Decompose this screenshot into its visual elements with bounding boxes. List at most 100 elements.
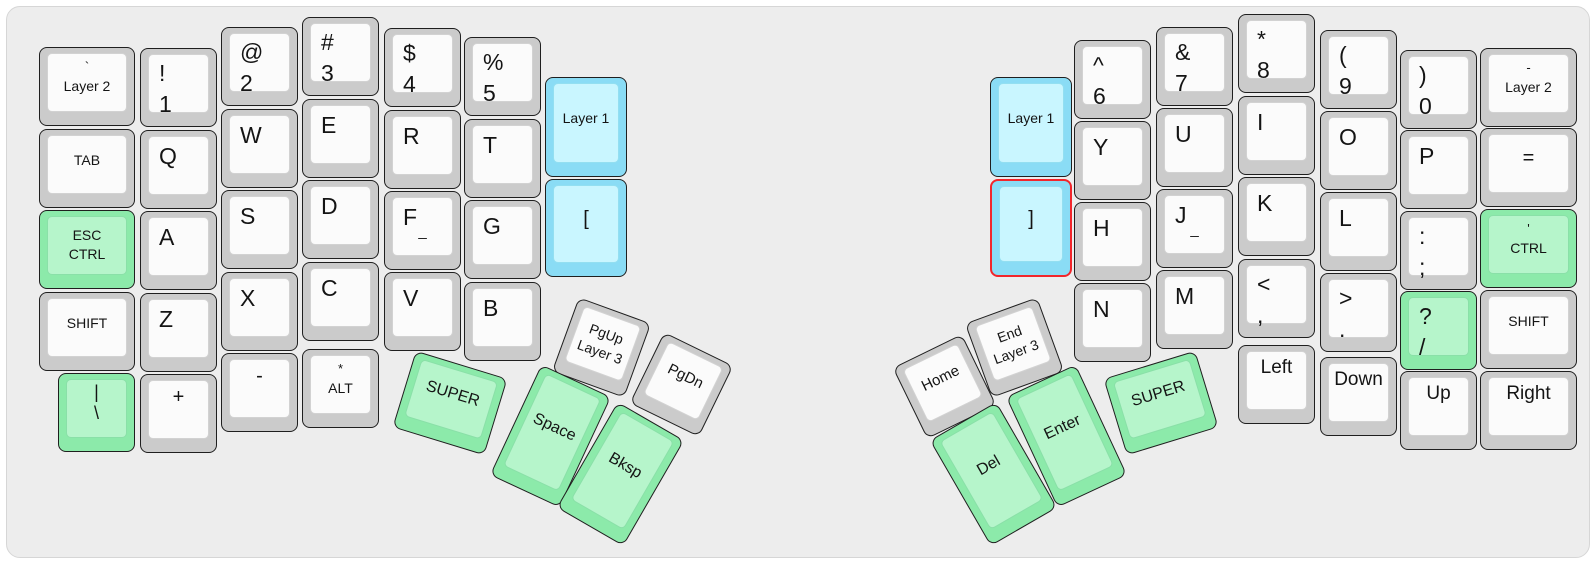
key-v[interactable]: V (384, 272, 461, 351)
keycap-top: Up (1408, 377, 1469, 436)
key-layer1-left[interactable]: Layer 1 (545, 77, 627, 177)
key-rbracket[interactable]: ] (990, 179, 1072, 277)
key-lt-comma[interactable]: <, (1238, 259, 1315, 338)
key-percent-5[interactable]: %5 (464, 37, 541, 116)
keycap-top: G (472, 206, 533, 265)
key-pipe-backslash[interactable]: |\ (58, 373, 135, 452)
key-star-alt[interactable]: *ALT (302, 349, 379, 428)
key-label-line: * (337, 361, 344, 376)
key-shift-left[interactable]: SHIFT (39, 292, 135, 371)
key-label-line: ^ (1093, 52, 1104, 78)
key-y[interactable]: Y (1074, 121, 1151, 200)
key-label: &7 (1165, 34, 1224, 96)
key-grave-layer2[interactable]: `Layer 2 (39, 47, 135, 126)
key-label-line: 3 (321, 60, 334, 86)
key-tab[interactable]: TAB (39, 129, 135, 208)
keycap-top: %5 (472, 43, 533, 106)
key-k[interactable]: K (1238, 177, 1315, 256)
keycap-top: Y (1082, 127, 1143, 186)
key-label: SHIFT (48, 299, 126, 356)
key-h[interactable]: H (1074, 202, 1151, 281)
key-l[interactable]: L (1320, 192, 1397, 271)
key-r[interactable]: R (384, 110, 461, 189)
key-label-line: X (240, 285, 256, 311)
key-u[interactable]: U (1156, 108, 1233, 187)
key-excl-1[interactable]: !1 (140, 48, 217, 127)
key-arrow-down[interactable]: Down (1320, 357, 1397, 436)
key-label-line: Space (530, 410, 579, 445)
key-gt-period[interactable]: >. (1320, 273, 1397, 352)
key-label-line: Left (1260, 357, 1293, 378)
key-plus[interactable]: + (140, 374, 217, 453)
key-label: A (149, 218, 208, 275)
keycap-top: N (1082, 289, 1143, 348)
key-label-line: P (1419, 143, 1435, 169)
keycap-top: Q (148, 136, 209, 195)
key-caret-6[interactable]: ^6 (1074, 40, 1151, 119)
key-label: <, (1247, 266, 1306, 328)
key-at-2[interactable]: @2 (221, 27, 298, 106)
key-c[interactable]: C (302, 262, 379, 341)
key-i[interactable]: I (1238, 96, 1315, 175)
key-label: P (1409, 137, 1468, 194)
key-rparen-0[interactable]: )0 (1400, 50, 1477, 129)
key-p[interactable]: P (1400, 130, 1477, 209)
key-label-line: F (403, 204, 418, 230)
key-label-line: < (1257, 271, 1271, 297)
keycap-top: @2 (229, 33, 290, 96)
key-label-line: Layer 1 (1007, 110, 1055, 126)
key-b[interactable]: B (464, 282, 541, 361)
key-f[interactable]: F_ (384, 191, 461, 270)
key-label-line: 9 (1339, 73, 1352, 99)
key-label: Q (149, 137, 208, 194)
key-lbracket[interactable]: [ (545, 179, 627, 277)
keycap-top: <, (1246, 265, 1307, 328)
key-t[interactable]: T (464, 119, 541, 198)
key-s[interactable]: S (221, 190, 298, 269)
key-colon-semicolon[interactable]: :; (1400, 211, 1477, 290)
key-quote-ctrl[interactable]: 'CTRL (1480, 209, 1577, 288)
keycap-top: P (1408, 136, 1469, 195)
key-label-line: / (1419, 334, 1426, 360)
key-n[interactable]: N (1074, 283, 1151, 362)
key-arrow-up[interactable]: Up (1400, 371, 1477, 450)
key-equals[interactable]: = (1480, 128, 1577, 207)
key-q[interactable]: Q (140, 130, 217, 209)
key-minus-layer2[interactable]: -Layer 2 (1480, 48, 1577, 127)
key-dollar-4[interactable]: $4 (384, 28, 461, 107)
key-a[interactable]: A (140, 211, 217, 290)
key-label-line: D (321, 193, 338, 219)
key-w[interactable]: W (221, 109, 298, 188)
key-amp-7[interactable]: &7 (1156, 27, 1233, 106)
key-label-line: G (483, 213, 501, 239)
key-label: ?/ (1409, 298, 1468, 360)
homing-bar-indicator: _ (1190, 221, 1199, 238)
key-question-slash[interactable]: ?/ (1400, 291, 1477, 370)
key-label: SUPER (405, 360, 497, 438)
key-shift-right[interactable]: SHIFT (1480, 290, 1577, 369)
key-m[interactable]: M (1156, 270, 1233, 349)
key-layer1-right[interactable]: Layer 1 (990, 77, 1072, 177)
key-star-8[interactable]: *8 (1238, 14, 1315, 93)
key-label-line: @ (240, 39, 264, 65)
key-arrow-left[interactable]: Left (1238, 345, 1315, 424)
key-z[interactable]: Z (140, 293, 217, 372)
key-label: B (473, 289, 532, 346)
key-label-line: ; (1419, 254, 1426, 280)
key-label-line: ! (159, 60, 166, 86)
key-label: >. (1329, 280, 1388, 342)
key-label-line: Layer 2 (1505, 79, 1552, 95)
key-arrow-right[interactable]: Right (1480, 371, 1577, 450)
key-o[interactable]: O (1320, 111, 1397, 190)
key-x[interactable]: X (221, 272, 298, 351)
key-g[interactable]: G (464, 200, 541, 279)
key-d[interactable]: D (302, 180, 379, 259)
key-lparen-9[interactable]: (9 (1320, 30, 1397, 109)
key-j[interactable]: J_ (1156, 189, 1233, 268)
key-minus[interactable]: - (221, 353, 298, 432)
key-e[interactable]: E (302, 99, 379, 178)
key-hash-3[interactable]: #3 (302, 17, 379, 96)
key-label: - (230, 360, 289, 417)
